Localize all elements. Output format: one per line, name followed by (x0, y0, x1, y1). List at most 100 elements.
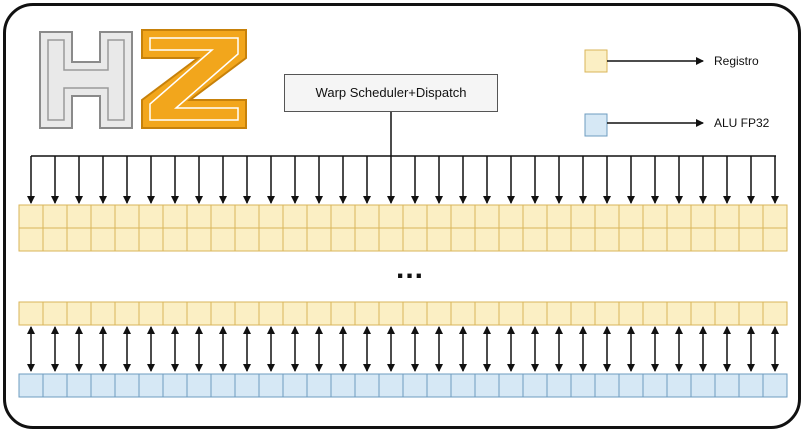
register-cell (642, 301, 668, 326)
register-cell (162, 227, 188, 252)
register-cell (282, 301, 308, 326)
register-cell (498, 204, 524, 229)
alu-cell (570, 373, 596, 398)
register-cell (618, 204, 644, 229)
register-cell (330, 301, 356, 326)
alu-cell (450, 373, 476, 398)
register-cell (522, 204, 548, 229)
alu-cell (354, 373, 380, 398)
alu-cell (714, 373, 740, 398)
alu-cell (66, 373, 92, 398)
alu-cell (426, 373, 452, 398)
register-cell (594, 301, 620, 326)
register-cell (90, 227, 116, 252)
warp-scheduler-dispatch-box: Warp Scheduler+Dispatch (284, 74, 498, 112)
register-cell (210, 227, 236, 252)
alu-cell (594, 373, 620, 398)
register-cell (426, 204, 452, 229)
register-cell (282, 227, 308, 252)
register-cell (306, 204, 332, 229)
register-cell (306, 227, 332, 252)
logo-letter-h (39, 31, 133, 129)
register-cell (594, 204, 620, 229)
register-cell (570, 204, 596, 229)
alu-cell (330, 373, 356, 398)
register-cell (690, 227, 716, 252)
register-cell (522, 227, 548, 252)
register-cell (186, 204, 212, 229)
register-cell (138, 227, 164, 252)
alu-cell (138, 373, 164, 398)
register-cell (618, 227, 644, 252)
register-cell (666, 227, 692, 252)
register-cell (762, 301, 788, 326)
register-cell (234, 204, 260, 229)
legend-label-alu: ALU FP32 (714, 116, 770, 130)
register-cell (666, 204, 692, 229)
register-cell (378, 204, 404, 229)
alu-cell (666, 373, 692, 398)
register-file-bottom (18, 301, 788, 326)
register-cell (522, 301, 548, 326)
register-cell (234, 227, 260, 252)
register-cell (66, 301, 92, 326)
register-cell (210, 204, 236, 229)
alu-cell (282, 373, 308, 398)
alu-cell (522, 373, 548, 398)
register-cell (186, 301, 212, 326)
register-cell (330, 227, 356, 252)
register-cell (66, 227, 92, 252)
register-cell (42, 301, 68, 326)
register-cell (138, 301, 164, 326)
legend-swatch-registro (584, 49, 608, 73)
register-cell (762, 227, 788, 252)
register-cell (138, 204, 164, 229)
alu-cell (210, 373, 236, 398)
register-cell (690, 204, 716, 229)
alu-cell (474, 373, 500, 398)
register-cell (426, 301, 452, 326)
register-cell (354, 227, 380, 252)
register-cell (714, 227, 740, 252)
register-cell (450, 204, 476, 229)
alu-cell (738, 373, 764, 398)
alu-cell (498, 373, 524, 398)
register-cell (546, 301, 572, 326)
register-cell (546, 227, 572, 252)
alu-cell (306, 373, 332, 398)
register-cell (162, 301, 188, 326)
alu-fp32-row (18, 373, 788, 398)
register-cell (114, 301, 140, 326)
register-cell (570, 227, 596, 252)
alu-cell (18, 373, 44, 398)
alu-cell (114, 373, 140, 398)
register-cell (450, 227, 476, 252)
register-cell (186, 227, 212, 252)
register-file-top (18, 204, 788, 252)
register-cell (474, 204, 500, 229)
alu-cell (642, 373, 668, 398)
register-cell (738, 301, 764, 326)
register-cell (762, 204, 788, 229)
alu-cell (186, 373, 212, 398)
register-cell (450, 301, 476, 326)
register-cell (114, 204, 140, 229)
alu-cell (402, 373, 428, 398)
register-cell (258, 301, 284, 326)
register-cell (426, 227, 452, 252)
register-cell (738, 204, 764, 229)
alu-cell (762, 373, 788, 398)
register-cell (594, 227, 620, 252)
dispatch-arrows (27, 156, 779, 204)
ellipsis: ... (396, 252, 425, 285)
register-cell (210, 301, 236, 326)
register-cell (42, 227, 68, 252)
legend (584, 49, 704, 137)
register-cell (666, 301, 692, 326)
register-cell (402, 301, 428, 326)
hz-logo (39, 29, 247, 129)
register-cell (90, 301, 116, 326)
register-cell (42, 204, 68, 229)
alu-cell (234, 373, 260, 398)
register-cell (714, 204, 740, 229)
